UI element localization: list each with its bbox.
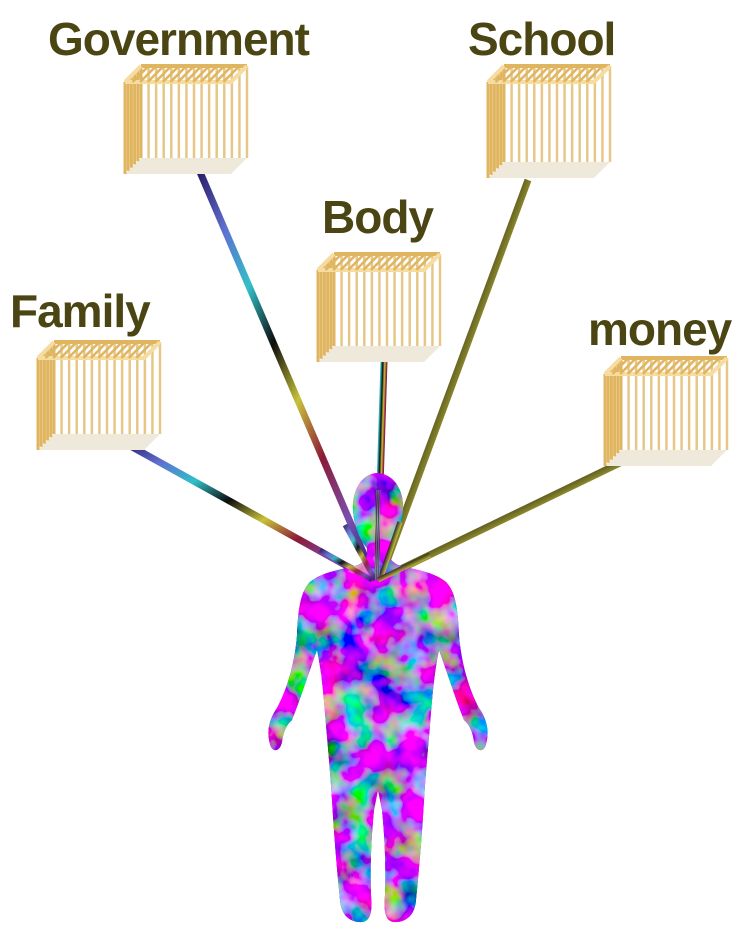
label-family: Family [10, 285, 151, 337]
cage-government [125, 66, 247, 174]
label-school: School [468, 13, 615, 65]
cage-money [605, 358, 727, 466]
cage-body [318, 254, 440, 362]
cage-school [488, 66, 610, 178]
label-government: Government [48, 13, 310, 65]
label-money: money [588, 303, 733, 355]
cage-family [38, 342, 160, 450]
label-body: Body [322, 191, 434, 243]
